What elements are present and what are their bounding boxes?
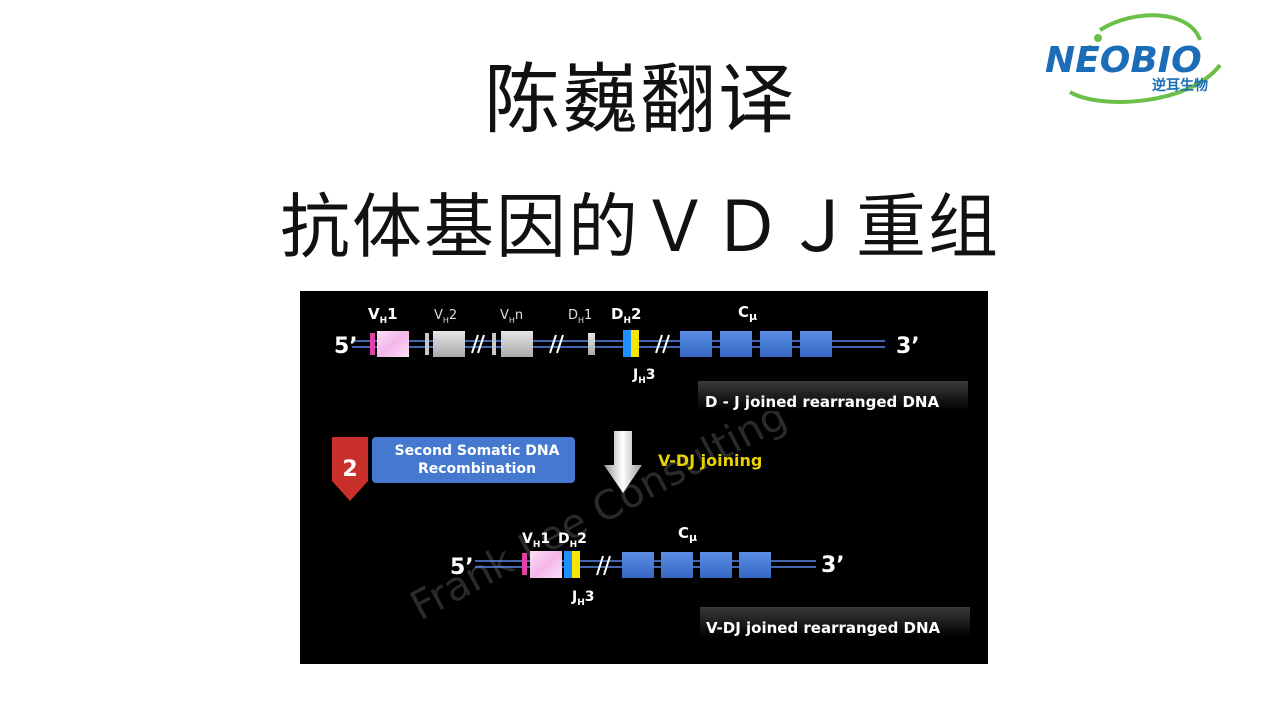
dh1-label: DH1 [568, 308, 592, 325]
vh1-leader [522, 553, 527, 575]
vh1-label: VH1 [368, 305, 398, 326]
cmu-exon [720, 331, 752, 357]
three-prime-label: 3’ [821, 553, 845, 578]
logo-swoosh [1068, 63, 1222, 104]
dh2-gene [564, 551, 572, 578]
cmu-label: Cμ [678, 524, 697, 544]
vh1-label: VH1 [522, 531, 550, 550]
vh1-gene [377, 331, 409, 357]
dh2-gene [623, 330, 631, 357]
bottom-caption: V-DJ joined rearranged DNA [706, 619, 941, 637]
watermark: Frank Lee Consulting [403, 393, 794, 630]
cmu-exon [739, 552, 771, 578]
gene-break [662, 334, 670, 354]
vdj-diagram-svg: Frank Lee Consulting 5’ 3’ VH1 VH2 VHn [332, 303, 970, 637]
step-number-badge [332, 437, 368, 501]
gene-break [655, 334, 663, 354]
recombination-step: 2 Second Somatic DNA Recombination V-DJ … [332, 431, 762, 501]
gene-break [477, 334, 485, 354]
vh1-gene [530, 551, 562, 578]
jh3-label: JH3 [571, 589, 595, 608]
jh3-gene [631, 330, 639, 357]
vh1-leader [370, 333, 375, 355]
top-strand: 5’ 3’ VH1 VH2 VHn DH1 [334, 303, 968, 411]
logo-subtext: 逆耳生物 [1152, 77, 1208, 94]
vhn-label: VHn [500, 308, 523, 325]
down-arrow-icon [604, 431, 642, 493]
top-caption: D - J joined rearranged DNA [705, 393, 939, 411]
five-prime-label: 5’ [334, 334, 358, 359]
dh2-label: DH2 [558, 531, 587, 550]
gene-break [549, 334, 557, 354]
neobio-logo: NEOBIO 逆耳生物 [1045, 13, 1222, 104]
bottom-strand: 5’ 3’ VH1 DH2 JH3 Cμ V-DJ joined rearran… [450, 524, 970, 637]
vdj-diagram: Frank Lee Consulting 5’ 3’ VH1 VH2 VHn [300, 291, 988, 664]
dh1-gene [588, 333, 595, 355]
cmu-label: Cμ [738, 303, 757, 323]
logo-dot [1087, 45, 1093, 51]
logo-text: NEOBIO [1045, 40, 1202, 81]
logo-dot [1094, 34, 1102, 42]
vh2-label: VH2 [434, 308, 457, 325]
title-translator: 陈巍翻译 [484, 55, 796, 144]
gene-break [471, 334, 479, 354]
cmu-exon [661, 552, 693, 578]
step-number: 2 [342, 457, 357, 482]
gene-break [596, 555, 604, 576]
jh3-gene [572, 551, 580, 578]
dh2-label: DH2 [611, 305, 641, 326]
cmu-exon [800, 331, 832, 357]
cmu-exon [680, 331, 712, 357]
caption-box [698, 381, 968, 411]
step-label-box [372, 437, 575, 483]
step-label-line2: Recombination [418, 461, 536, 477]
vh2-leader [425, 333, 429, 355]
vhn-gene [501, 331, 533, 357]
caption-box [700, 607, 970, 637]
five-prime-label: 5’ [450, 555, 474, 580]
vh2-gene [433, 331, 465, 357]
joining-label: V-DJ joining [658, 451, 762, 470]
jh3-label: JH3 [632, 367, 656, 386]
vhn-leader [492, 333, 496, 355]
gene-break [556, 334, 564, 354]
three-prime-label: 3’ [896, 334, 920, 359]
cmu-exon [622, 552, 654, 578]
gene-break [603, 555, 611, 576]
step-label-line1: Second Somatic DNA [395, 443, 560, 459]
page-title: 抗体基因的ＶＤＪ重组 [280, 186, 1000, 268]
cmu-exon [700, 552, 732, 578]
logo-arc [1098, 13, 1202, 41]
cmu-exon [760, 331, 792, 357]
